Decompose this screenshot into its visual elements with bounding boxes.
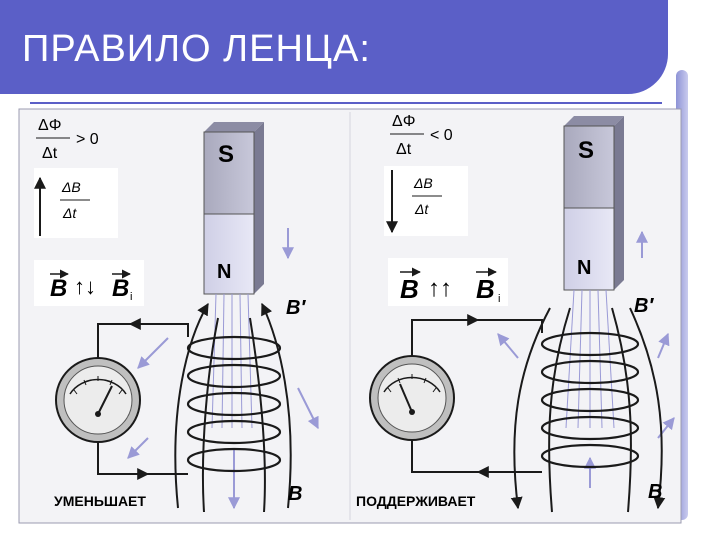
right-rate-fraction: ΔB Δt	[384, 166, 468, 236]
lenz-rule-diagram: ΔΦ Δt > 0 ΔB Δt B ↑↓ B i	[18, 108, 682, 524]
right-field-relation: B ↑↑ B i	[388, 258, 508, 306]
left-field-label: B	[288, 483, 302, 505]
left-induced-field-label: B′	[286, 297, 306, 319]
left-relation-box	[34, 260, 144, 306]
left-flux-condition: ΔΦ Δt > 0	[36, 117, 99, 162]
left-panel: ΔΦ Δt > 0 ΔB Δt B ↑↓ B i	[34, 117, 319, 513]
right-flux-denominator: Δt	[396, 141, 412, 158]
left-rate-numerator: ΔB	[61, 179, 81, 195]
left-flux-relation: > 0	[76, 131, 99, 148]
right-field-label: B	[648, 481, 662, 503]
right-panel: ΔΦ Δt < 0 ΔB Δt B ↑↑ B i	[356, 113, 675, 513]
right-rate-numerator: ΔB	[413, 175, 433, 191]
left-rate-box	[34, 168, 118, 238]
right-magnet-s-label: S	[578, 137, 594, 164]
left-rate-denominator: Δt	[62, 205, 77, 221]
right-relation-b: B	[400, 274, 419, 304]
left-caption: УМЕНЬШАЕТ	[54, 493, 146, 509]
right-relation-box	[388, 258, 508, 306]
right-galvanometer-icon	[369, 355, 455, 441]
left-field-relation: B ↑↓ B i	[34, 260, 144, 306]
right-rate-denominator: Δt	[414, 201, 429, 217]
right-magnet-n-label: N	[577, 257, 591, 279]
left-coil	[186, 335, 282, 473]
right-coil	[540, 331, 640, 469]
right-caption: ПОДДЕРЖИВАЕТ	[356, 493, 476, 509]
left-flux-numerator: ΔΦ	[38, 117, 61, 134]
title-underline	[30, 102, 662, 104]
right-relation-symbol: ↑↑	[428, 275, 452, 302]
left-relation-b: B	[50, 275, 67, 302]
right-flux-condition: ΔΦ Δt < 0	[390, 113, 453, 158]
right-magnet: S N	[563, 116, 624, 291]
left-rate-fraction: ΔB Δt	[34, 168, 118, 238]
right-relation-bi: B	[476, 274, 495, 304]
left-magnet-field-lines	[127, 228, 319, 510]
right-flux-relation: < 0	[430, 127, 453, 144]
left-flux-denominator: Δt	[42, 145, 58, 162]
left-relation-subscript: i	[130, 291, 132, 303]
left-magnet-s-label: S	[218, 141, 234, 168]
left-magnet-n-label: N	[217, 261, 231, 283]
right-rate-box	[384, 166, 468, 236]
left-galvanometer-icon	[55, 357, 141, 443]
slide-title: ПРАВИЛО ЛЕНЦА:	[22, 28, 371, 70]
title-bar: ПРАВИЛО ЛЕНЦА:	[0, 0, 668, 94]
right-flux-numerator: ΔΦ	[392, 113, 415, 130]
right-induced-field-lines	[510, 307, 666, 513]
left-relation-symbol: ↑↓	[74, 274, 96, 299]
right-relation-subscript: i	[498, 293, 500, 305]
left-relation-bi: B	[112, 275, 129, 302]
right-induced-field-label: B′	[634, 295, 654, 317]
left-magnet: S N	[203, 122, 264, 295]
